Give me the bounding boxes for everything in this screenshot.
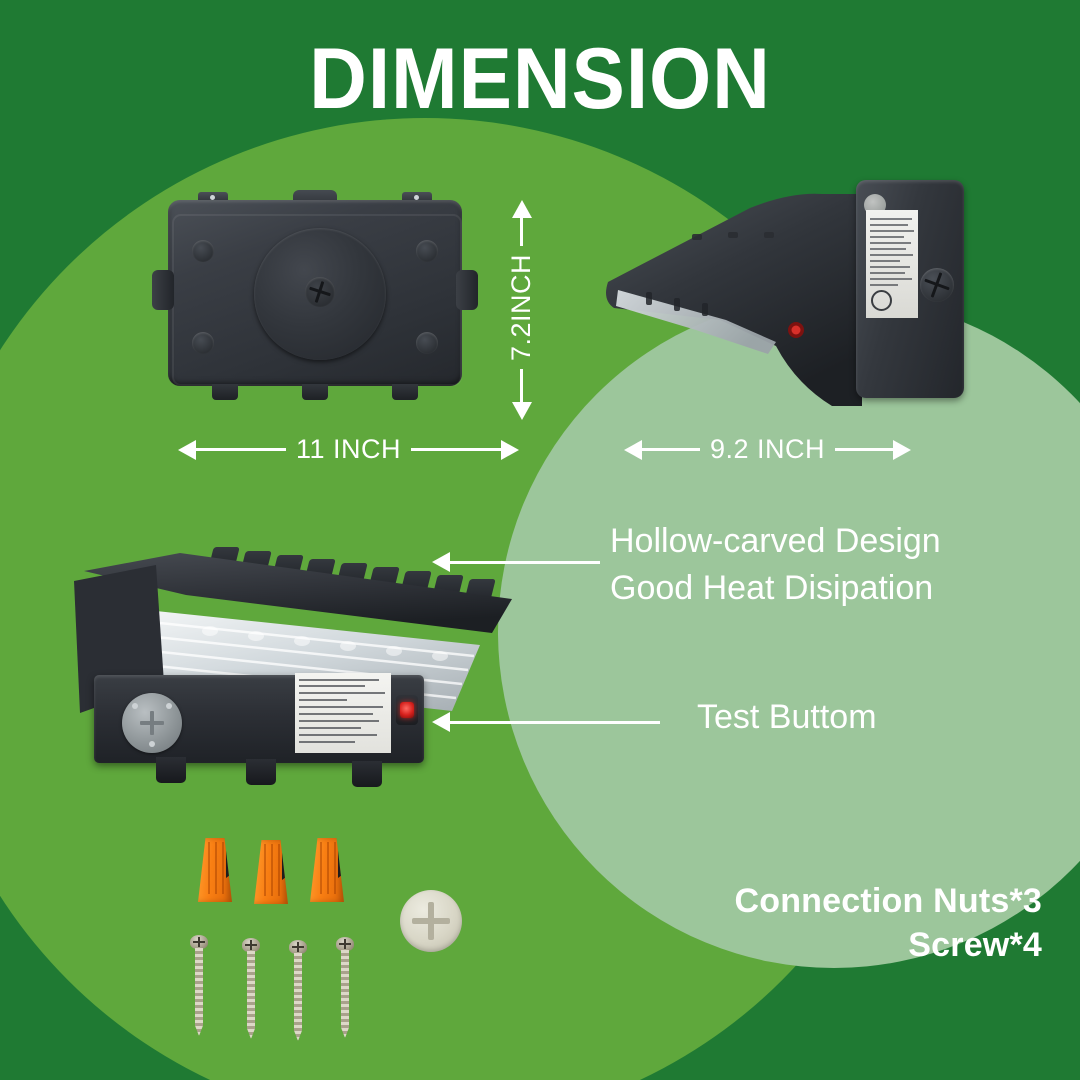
dimension-width-label: 11 INCH	[296, 434, 402, 464]
dimension-height: 7.2INCH	[506, 200, 537, 420]
callout-feature: Hollow-carved Design Good Heat Disipatio…	[610, 518, 941, 612]
arrow-left-icon	[178, 439, 196, 460]
dimension-line	[196, 448, 286, 451]
conduit-cover-plate	[122, 693, 182, 753]
warning-label	[295, 673, 391, 753]
callout-feature-line1: Hollow-carved Design	[610, 522, 941, 560]
arrow-down-icon	[511, 402, 532, 420]
main-wall-pack-view	[60, 525, 560, 825]
dimension-depth-label: 9.2 INCH	[710, 434, 826, 464]
callout-test-button: Test Buttom	[697, 698, 877, 736]
corner-boss-bl	[192, 332, 214, 354]
dimension-height-label: 7.2INCH	[506, 254, 536, 362]
corner-boss-tr	[416, 240, 438, 262]
cover-plate-screw	[305, 277, 335, 307]
arrow-left-icon	[432, 712, 450, 732]
test-button-led-icon	[400, 702, 414, 718]
accessory-nuts-label: Connection Nuts*3	[734, 882, 1042, 920]
mounting-foot-center	[246, 759, 276, 785]
pointer-line	[450, 720, 660, 724]
light-green-circle	[498, 296, 1080, 968]
rubber-gasket	[400, 890, 462, 952]
pointer-hollow-carved	[432, 552, 600, 572]
arrow-right-icon	[501, 439, 520, 460]
bracket-foot-right	[392, 384, 418, 400]
corner-boss-br	[416, 332, 438, 354]
dimension-line	[520, 369, 523, 402]
mounting-foot-left	[156, 757, 186, 783]
arrow-left-icon	[432, 552, 450, 572]
screw-2	[242, 938, 260, 1050]
arrow-right-icon	[893, 439, 912, 460]
etl-mark-icon	[871, 290, 892, 311]
dimension-width: 11 INCH	[178, 434, 520, 465]
rear-junction-box-view	[150, 186, 480, 406]
screw-3	[289, 940, 307, 1052]
screw-4	[336, 937, 354, 1049]
side-profile-silhouette	[606, 193, 862, 406]
spec-label	[866, 210, 918, 318]
dimension-line	[835, 448, 894, 451]
side-cover-screw	[920, 268, 954, 302]
dimension-line	[642, 448, 700, 451]
conduit-knockout-left	[152, 270, 174, 310]
accessory-screws-label: Screw*4	[908, 925, 1042, 964]
dimension-line	[411, 448, 502, 451]
arrow-up-icon	[511, 200, 532, 218]
pointer-line	[450, 560, 600, 564]
bracket-foot-center	[302, 384, 328, 400]
screw-1	[190, 935, 208, 1047]
screw-head-icon	[190, 935, 208, 949]
side-profile-view	[600, 170, 970, 430]
conduit-knockout-right	[456, 270, 478, 310]
test-button-on-product[interactable]	[396, 695, 418, 725]
screw-head-icon	[289, 940, 307, 954]
arrow-left-icon	[624, 439, 642, 460]
accessory-labels: Connection Nuts*3 Screw*4	[734, 880, 1042, 967]
plate-cross-icon	[140, 711, 164, 735]
bracket-foot-left	[212, 384, 238, 400]
pointer-test-button	[432, 712, 660, 732]
screw-head-icon	[336, 937, 354, 951]
dimension-line	[520, 218, 523, 246]
dimension-depth: 9.2 INCH	[624, 434, 912, 465]
corner-boss-tl	[192, 240, 214, 262]
page-title: DIMENSION	[309, 31, 771, 127]
screw-head-icon	[242, 938, 260, 952]
callout-feature-line2: Good Heat Disipation	[610, 568, 934, 607]
mounting-foot-right	[352, 761, 382, 787]
